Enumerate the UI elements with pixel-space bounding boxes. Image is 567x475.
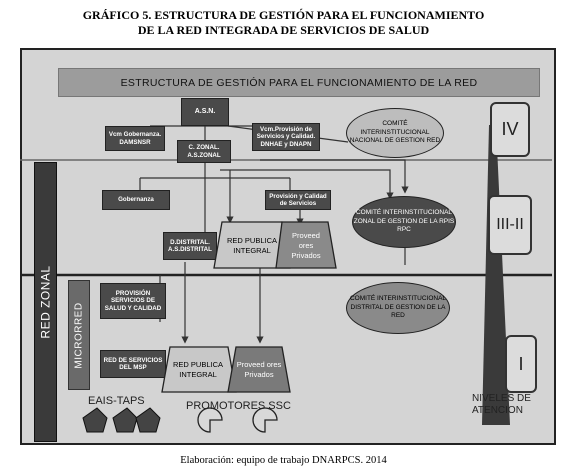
- proveedores-2-label: Proveed ores Privados: [236, 360, 282, 379]
- zonal-committee: COMITÉ INTERINSTITUCIONAL ZONAL DE GESTI…: [352, 196, 456, 248]
- provision-servicios-box: PROVISIÓN SERVICIOS DE SALUD Y CALIDAD: [100, 283, 166, 319]
- vcm-provision-box: Vcm.Provisión de Servicios y Calidad. DN…: [252, 123, 320, 151]
- level-iii-ii-box: III-II: [488, 195, 532, 255]
- eais-pentagon-1: [82, 407, 108, 433]
- proveedores-1-shape: [275, 221, 337, 269]
- promotor-pie-1: [197, 407, 223, 433]
- red-zonal-side-label: RED ZONAL: [34, 162, 57, 442]
- figure-title-line-2: DE LA RED INTEGRADA DE SERVICIOS DE SALU…: [137, 23, 430, 37]
- level-iv-box: IV: [490, 102, 530, 157]
- proveedores-1-label: Proveed ores Privados: [291, 231, 321, 260]
- red-publica-2-label: RED PUBLICA INTEGRAL: [172, 360, 223, 379]
- red-servicios-msp-box: RED DE SERVICIOS DEL MSP: [100, 350, 166, 378]
- red-publica-1-label: RED PUBLICA INTEGRAL: [226, 236, 277, 255]
- promotor-pie-2: [252, 407, 278, 433]
- figure-title-line-1: GRÁFICO 5. ESTRUCTURA DE GESTIÓN PARA EL…: [82, 8, 485, 22]
- distrital-committee: COMITÉ INTERINSTITUCIONAL DISTRITAL DE G…: [346, 282, 450, 334]
- niveles-label: NIVELES DE ATENCION: [472, 393, 531, 416]
- structure-header: ESTRUCTURA DE GESTIÓN PARA EL FUNCIONAMI…: [58, 68, 540, 97]
- proveedores-2-shape: [227, 346, 291, 393]
- microrred-side-label: MICRORRED: [68, 280, 90, 390]
- figure-caption: Elaboración: equipo de trabajo DNARPCS. …: [180, 455, 387, 466]
- arrow-to-zonal-committee: [220, 169, 394, 200]
- national-committee: COMITÉ INTERINSTITUCIONAL NACIONAL DE GE…: [346, 108, 444, 158]
- provision-calidad-box: Provisión y Calidad de Servicios: [265, 190, 331, 210]
- gobernanza-box: Gobernanza: [102, 190, 170, 210]
- vcm-gobernanza-box: Vcm Gobernanza. DAMSNSR: [105, 126, 165, 151]
- eais-pentagon-2: [112, 407, 138, 433]
- level-i-box: I: [505, 335, 537, 393]
- d-distrital-box: D.DISTRITAL. A.S.DISTRITAL: [163, 232, 217, 260]
- c-zonal-box: C. ZONAL. A.S.ZONAL: [177, 140, 231, 163]
- eais-pentagon-3: [135, 407, 161, 433]
- asn-box: A.S.N.: [181, 98, 229, 126]
- eais-taps-label: EAIS-TAPS: [88, 395, 145, 407]
- promotores-label: PROMOTORES SSC: [186, 400, 291, 412]
- arrow-national-to-zonal: [260, 159, 409, 194]
